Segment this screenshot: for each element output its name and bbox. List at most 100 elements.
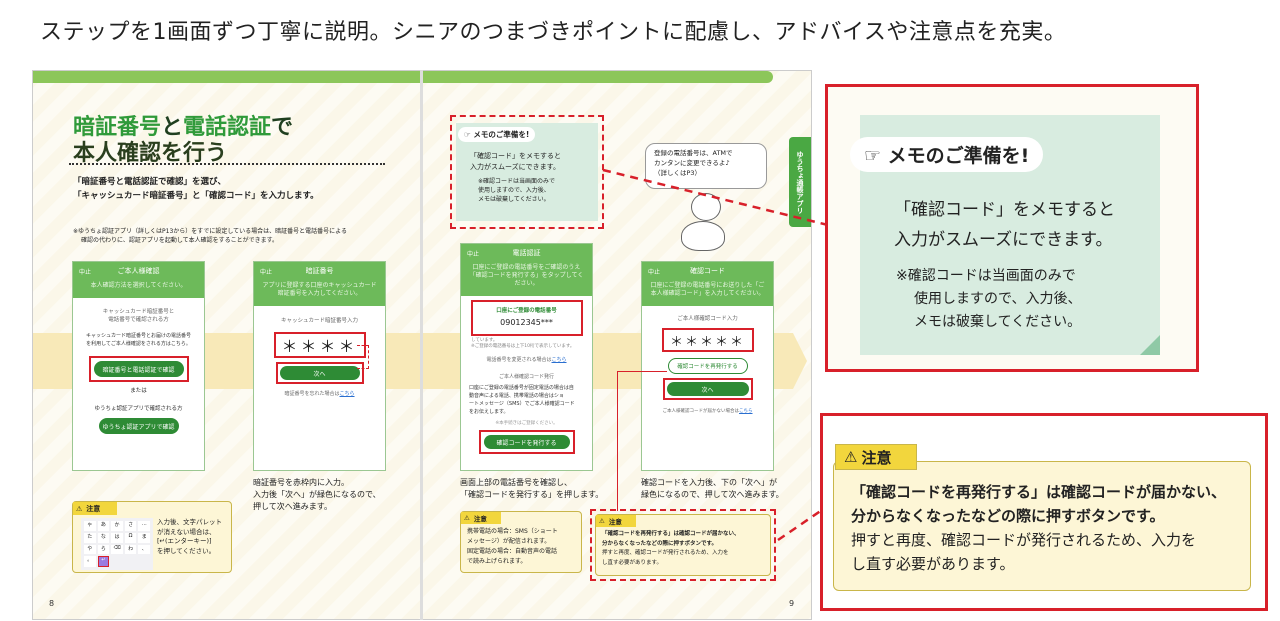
phone-screen-phone-auth: 中止電話認証 口座にご登録の電話番号をご確認のうえ「確認コードを発行する」をタッ… [460,243,593,471]
bubble-line: （詳しくはP3） [654,169,702,177]
forgot-link[interactable]: こちら [339,391,355,397]
arrow-connector [357,345,369,369]
page-number: 9 [789,599,795,608]
cancel-link[interactable]: 中止 [467,250,480,258]
warning-icon: ⚠ [599,517,605,525]
keyboard-note: ⚠注意 ゃ あ か さ … た な は Ω ま や ら ⌫ わ 、 。 ↵ 入力… [72,501,232,573]
resend-code-button[interactable]: 確認コードを再発行する [667,358,748,374]
zoom-note-badge-label: 注意 [861,448,892,467]
forgot-label: 暗証番号を忘れた場合は [284,391,340,397]
keyboard-key: さ [124,521,137,531]
zoom-memo-line: 入力がスムーズにできます。 [894,230,1113,250]
memo-connector [602,168,829,227]
app-auth-button[interactable]: ゆうちょ認証アプリで確認 [98,418,179,434]
note-line: 携帯電話の場合：SMS（ショート [467,528,558,535]
note-line: し直す必要があります。 [602,559,662,566]
memo-line: メモは破棄してください。 [478,196,550,203]
app-option-label: ゆうちょ認証アプリで確認される方 [94,406,183,412]
caption-line: 入力後「次へ」が緑色になるので、 [253,490,381,499]
code-input[interactable]: ＊＊＊＊＊ [661,328,754,352]
note-text: 「確認コードを再発行する」は確認コードが届かない、 分からなくなったなどの際に押… [602,530,740,568]
phone-header: 中止 暗証番号 [254,262,385,280]
issue-line: をお伝えします。 [469,409,509,415]
phone-number-label: 口座にご登録の電話番号 [496,308,557,314]
change-label: 電話番号を変更される場合は [486,357,552,363]
side-tab[interactable]: ゆうちょ通帳アプリ [789,137,811,227]
page-title-line2: 本人確認を行う [73,141,228,166]
keyboard-key: や [84,544,96,555]
caption-phone-auth: 画面上部の電話番号を確認し、 「確認コードを発行する」を押します。 [460,477,603,501]
highlight-box: 次へ [662,378,753,400]
keyboard-key: か [111,521,123,531]
memo-title-text: メモのご準備を! [473,130,530,139]
keyboard-key: ま [138,532,150,543]
pointing-hand-icon: ☞ [464,130,474,139]
top-bar [423,71,773,83]
cancel-link[interactable]: 中止 [648,268,661,276]
issue-code-button[interactable]: 確認コードを発行する [483,435,570,449]
keyboard-key: は [111,532,123,543]
zoom-memo-title-text: メモのご準備を! [887,145,1030,167]
cancel-link[interactable]: 中止 [79,268,92,276]
next-button[interactable]: 次へ [666,382,749,396]
issue-line: 動音声による電話、携帯電話の場合はショ [469,393,564,399]
change-link[interactable]: こちら [551,357,567,363]
code-foot: ご本人様確認コードが届かない場合はこちら [642,408,773,414]
phone-number-value: 09012345*** [500,318,553,327]
zoom-note-box [833,461,1251,591]
memo-line: ※確認コードは当画面のみで [478,178,556,185]
memo-line: 使用しますので、入力後、 [478,187,550,194]
zoom-note-line: 押すと再度、確認コードが発行されるため、入力を [851,531,1197,549]
phone-title: 暗証番号 [305,267,334,275]
left-page: 暗証番号と電話認証で 本人確認を行う 「暗証番号と電話認証で確認」を選び、 「キ… [32,70,422,620]
keyboard-key: ⌫ [111,544,123,555]
issue-line: 口座にご登録の電話番号が固定電話の場合は自 [469,385,574,391]
memo-body: 「確認コード」をメモすると 入力がスムーズにできます。 [470,151,561,173]
pin-phone-auth-button[interactable]: 暗証番号と電話認証で確認 [93,361,184,377]
phone-screen-code: 中止確認コード 口座にご登録の電話番号にお送りした「ご本人様確認コード」を入力し… [641,261,774,471]
cancel-link[interactable]: 中止 [260,268,273,276]
bubble-line: カンタンに変更できるよ♪ [654,159,730,167]
issue-small: ※本手続きはご登録ください。 [495,421,558,426]
note-badge: ⚠注意 [461,512,501,524]
phone-subtitle: アプリに登録する口座のキャッシュカード暗証番号を入力してください。 [254,280,385,306]
forgot-text: 暗証番号を忘れた場合はこちら [254,390,385,397]
zoom-memo-note: ※確認コードは当画面のみで 使用しますので、入力後、 メモは破棄してください。 [896,265,1081,334]
app-note: ※ゆうちょ認証アプリ（詳しくはP13から）をすでに設定している場合は、暗証番号と… [73,227,418,245]
note-line: 分からなくなったなどの際に押すボタンです。 [602,540,717,547]
zoom-note-badge: ⚠注意 [835,444,917,470]
zoom-note-line: し直す必要があります。 [851,555,1015,573]
note-line: [↵(エンターキー)] [157,537,212,545]
mascot-body [681,221,725,251]
highlight-box: 次へ [275,362,364,384]
keyboard-key: ゃ [84,521,96,531]
caption-line: 押して次へ進みます。 [253,502,332,511]
caption-line: 緑色になるので、押して次へ進みます。 [641,490,784,499]
note-line: 入力後、文字パレット [157,518,222,526]
pin-label: キャッシュカード暗証番号入力 [280,318,358,324]
delivery-note: ⚠注意 携帯電話の場合：SMS（ショート メッセージ）が配信されます。 固定電話… [460,511,582,573]
option-label-line: キャッシュカード暗証番号と [102,309,175,315]
zoom-memo-body: 「確認コード」をメモすると 入力がスムーズにできます。 [894,195,1115,255]
lead-text: 「暗証番号と電話認証で確認」を選び、 「キャッシュカード暗証番号」と「確認コード… [73,175,319,203]
next-button[interactable]: 次へ [279,366,360,380]
zoom-memo-line: ※確認コードは当画面のみで [896,268,1076,284]
zoom-memo-card: ☞ メモのご準備を! 「確認コード」をメモすると 入力がスムーズにできます。 ※… [850,115,1160,355]
caption-line: 確認コードを入力後、下の「次へ」が [641,478,777,487]
phone-number-box: 口座にご登録の電話番号 09012345*** [470,300,583,336]
code-foot-link[interactable]: こちら [739,409,753,414]
keyboard-key: 。 [84,556,96,567]
code-foot-label: ご本人様確認コードが届かない場合は [662,409,740,414]
keyboard-image: ゃ あ か さ … た な は Ω ま や ら ⌫ わ 、 。 ↵ [81,518,153,570]
phone-title: 電話認証 [512,249,541,257]
warning-icon: ⚠ [76,504,83,513]
keyboard-key: あ [97,521,110,531]
caption-line: 「確認コードを発行する」を押します。 [460,490,604,499]
phone-header: 中止 電話認証 [461,244,592,262]
resend-note: ⚠注意 「確認コードを再発行する」は確認コードが届かない、 分からなくなったなど… [595,514,771,576]
memo-title: ☞ メモのご準備を! [458,127,536,142]
resend-note-highlight: ⚠注意 「確認コードを再発行する」は確認コードが届かない、 分からなくなったなど… [590,509,776,581]
page-spine [420,70,423,620]
zoom-note-line: 分からなくなったなどの際に押すボタンです。 [851,507,1165,525]
issue-title: ご本人様確認コード発行 [498,374,554,380]
